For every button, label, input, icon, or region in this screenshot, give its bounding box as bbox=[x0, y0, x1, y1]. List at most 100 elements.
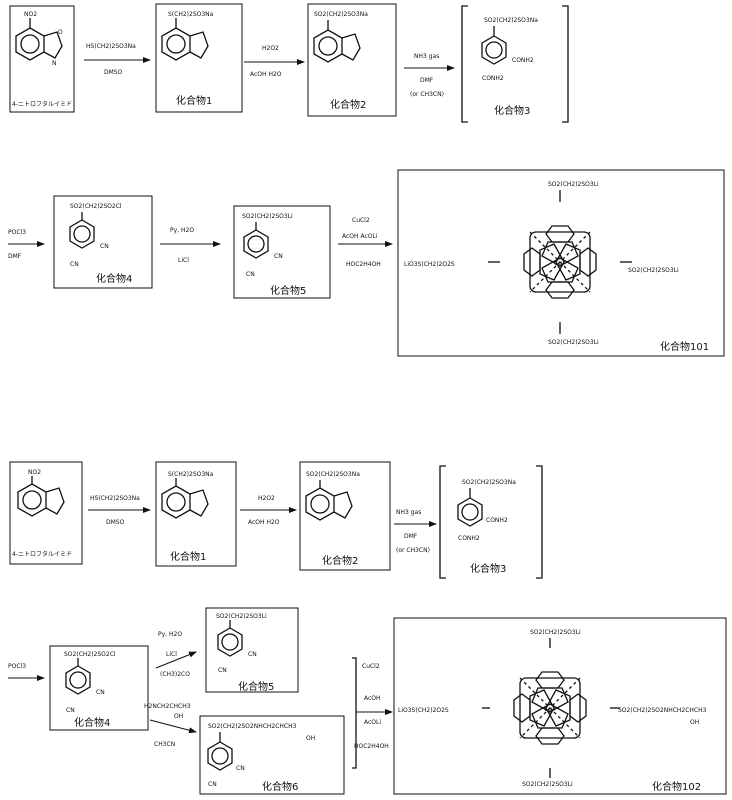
c2-3-amide-2: CONH2 bbox=[458, 535, 480, 542]
compound-2: SO2(CH2)2SO3Na 化合物2 bbox=[307, 3, 397, 117]
c2-2-substituent: SO2(CH2)2SO3Na bbox=[306, 471, 360, 478]
reagent-6-top: CuCl2 bbox=[352, 217, 370, 224]
label2-compound-6: 化合物6 bbox=[262, 780, 298, 793]
reagent2-3-mid: DMF bbox=[404, 533, 418, 540]
c2-6-oh: OH bbox=[306, 735, 315, 742]
compound-3: SO2(CH2)2SO3Na CONH2 CONH2 化合物3 bbox=[461, 5, 569, 123]
c5-substituent: SO2(CH2)2SO3Li bbox=[242, 213, 293, 220]
label2-compound-5: 化合物5 bbox=[238, 680, 274, 693]
reagent2-6-2: AcOH bbox=[364, 695, 381, 702]
label-compound-5: 化合物5 bbox=[270, 284, 306, 297]
c4-substituent: SO2(CH2)2SO2Cl bbox=[70, 203, 122, 210]
label2-compound-4: 化合物4 bbox=[74, 716, 110, 729]
c2-5-cn-1: CN bbox=[248, 651, 257, 658]
scheme-1: NO2 N O 4-ニトロフタルイミド HS(CH2)2SO3Na DMSO S… bbox=[8, 3, 725, 357]
reagent2-5a-3: (CH3)2CO bbox=[160, 671, 190, 678]
c3-substituent: SO2(CH2)2SO3Na bbox=[484, 17, 538, 24]
reagent-5-bottom: LiCl bbox=[178, 257, 189, 264]
reagent2-6-3: AcOLi bbox=[364, 719, 381, 726]
compound2-2: SO2(CH2)2SO3Na 化合物2 bbox=[299, 461, 391, 571]
reagent2-3-top: NH3 gas bbox=[396, 509, 421, 516]
label-compound-2: 化合物2 bbox=[330, 98, 366, 111]
pc1-top-substituent: SO2(CH2)2SO3Li bbox=[548, 181, 599, 188]
reagent-2-bottom: AcOH H2O bbox=[250, 71, 282, 78]
start-caption: 4-ニトロフタルイミド bbox=[12, 100, 72, 108]
pc2-cu: Cu bbox=[544, 706, 552, 713]
reagent-6-mid: AcOH AcOLi bbox=[342, 233, 378, 240]
start-nh-label: N bbox=[52, 60, 57, 67]
compound2-3: SO2(CH2)2SO3Na CONH2 CONH2 化合物3 bbox=[439, 465, 543, 579]
c2-6-cn-2: CN bbox=[208, 781, 217, 788]
reagent-6-bottom: HOC2H4OH bbox=[346, 261, 381, 268]
reagent2-5b-2: OH bbox=[174, 713, 183, 720]
start-material-1: NO2 N O 4-ニトロフタルイミド bbox=[9, 5, 75, 113]
compound2-5: SO2(CH2)2SO3Li CN CN 化合物5 bbox=[205, 607, 299, 693]
pc2-bottom-substituent: SO2(CH2)2SO3Li bbox=[522, 781, 573, 788]
label-compound-1: 化合物1 bbox=[176, 94, 212, 107]
c2-4-cn-2: CN bbox=[66, 707, 75, 714]
arrow2-step5b bbox=[149, 719, 197, 734]
start-nitro-label: NO2 bbox=[24, 11, 37, 18]
label-compound-4: 化合物4 bbox=[96, 272, 132, 285]
start2-caption: 4-ニトロフタルイミド bbox=[12, 550, 72, 558]
reagent-3-mid: DMF bbox=[420, 77, 434, 84]
pc2-right-oh: OH bbox=[690, 719, 699, 726]
label2-compound-1: 化合物1 bbox=[170, 550, 206, 563]
c3-amide-2: CONH2 bbox=[482, 75, 504, 82]
reagent-4-top: POCl3 bbox=[8, 229, 26, 236]
arrow2-step5a bbox=[155, 651, 197, 669]
label-compound-102: 化合物102 bbox=[652, 780, 701, 793]
c2-1-substituent: S(CH2)2SO3Na bbox=[168, 471, 214, 478]
reagent-3-top: NH3 gas bbox=[414, 53, 439, 60]
reagent2-5a-2: LiCl bbox=[166, 651, 177, 658]
reagent2-1-top: HS(CH2)2SO3Na bbox=[90, 495, 140, 502]
reagent2-4-top: POCl3 bbox=[8, 663, 26, 670]
c2-4-cn-1: CN bbox=[96, 689, 105, 696]
c5-cn-1: CN bbox=[274, 253, 283, 260]
c5-cn-2: CN bbox=[246, 271, 255, 278]
compound2-4: SO2(CH2)2SO2Cl CN CN 化合物4 bbox=[49, 645, 149, 731]
reagent2-2-top: H2O2 bbox=[258, 495, 275, 502]
reagent2-5a-1: Py, H2O bbox=[158, 631, 182, 638]
reagent-4-bottom: DMF bbox=[8, 253, 22, 260]
compound-5: SO2(CH2)2SO3Li CN CN 化合物5 bbox=[233, 205, 331, 299]
c3-amide-1: CONH2 bbox=[512, 57, 534, 64]
compound-101: Cu SO2(CH2)2SO3Li LiO3S(CH2)2O2S SO2(CH2… bbox=[397, 169, 725, 357]
start-material-2: NO2 4-ニトロフタルイミド bbox=[9, 461, 83, 565]
pc1-left-substituent: LiO3S(CH2)2O2S bbox=[404, 261, 455, 268]
start2-nitro-label: NO2 bbox=[28, 469, 41, 476]
c2-substituent: SO2(CH2)2SO3Na bbox=[314, 11, 368, 18]
compound2-6: SO2(CH2)2SO2NHCH2CHCH3 OH CN CN 化合物6 bbox=[199, 715, 345, 795]
compound-102: Cu SO2(CH2)2SO3Li LiO3S(CH2)2O2S SO2(CH2… bbox=[393, 617, 727, 795]
pc1-bottom-substituent: SO2(CH2)2SO3Li bbox=[548, 339, 599, 346]
c2-3-amide-1: CONH2 bbox=[486, 517, 508, 524]
reagent-3-bottom: (or CH3CN) bbox=[410, 91, 444, 98]
reagent2-1-bottom: DMSO bbox=[106, 519, 125, 526]
compound-1: S(CH2)2SO3Na 化合物1 bbox=[155, 3, 243, 113]
pc2-left-substituent: LiO3S(CH2)2O2S bbox=[398, 707, 449, 714]
reagent2-2-bottom: AcOH H2O bbox=[248, 519, 280, 526]
scheme-2: NO2 4-ニトロフタルイミド HS(CH2)2SO3Na DMSO S(CH2… bbox=[8, 461, 727, 795]
pc2-right-substituent: SO2(CH2)2SO2NHCH2CHCH3 bbox=[618, 707, 707, 714]
reagent-1-bottom: DMSO bbox=[104, 69, 123, 76]
pc1-right-substituent: SO2(CH2)2SO3Li bbox=[628, 267, 679, 274]
label-compound-101: 化合物101 bbox=[660, 340, 709, 353]
c4-cn-1: CN bbox=[100, 243, 109, 250]
reagent2-6-1: CuCl2 bbox=[362, 663, 380, 670]
compound2-1: S(CH2)2SO3Na 化合物1 bbox=[155, 461, 237, 567]
reagent-1-top: HS(CH2)2SO3Na bbox=[86, 43, 136, 50]
reagent-2-top: H2O2 bbox=[262, 45, 279, 52]
pc1-cu: Cu bbox=[554, 260, 562, 267]
c1-substituent: S(CH2)2SO3Na bbox=[168, 11, 214, 18]
merge-bracket bbox=[352, 657, 357, 769]
reagent2-6-4: HOC2H4OH bbox=[354, 743, 389, 750]
c2-3-substituent: SO2(CH2)2SO3Na bbox=[462, 479, 516, 486]
start-o-label: O bbox=[58, 29, 63, 36]
c2-5-cn-2: CN bbox=[218, 667, 227, 674]
reagent2-5b-1: H2NCH2CHCH3 bbox=[144, 703, 191, 710]
reagent2-5b-3: CH3CN bbox=[154, 741, 175, 748]
reagent-5-top: Py, H2O bbox=[170, 227, 194, 234]
pc2-top-substituent: SO2(CH2)2SO3Li bbox=[530, 629, 581, 636]
c4-cn-2: CN bbox=[70, 261, 79, 268]
